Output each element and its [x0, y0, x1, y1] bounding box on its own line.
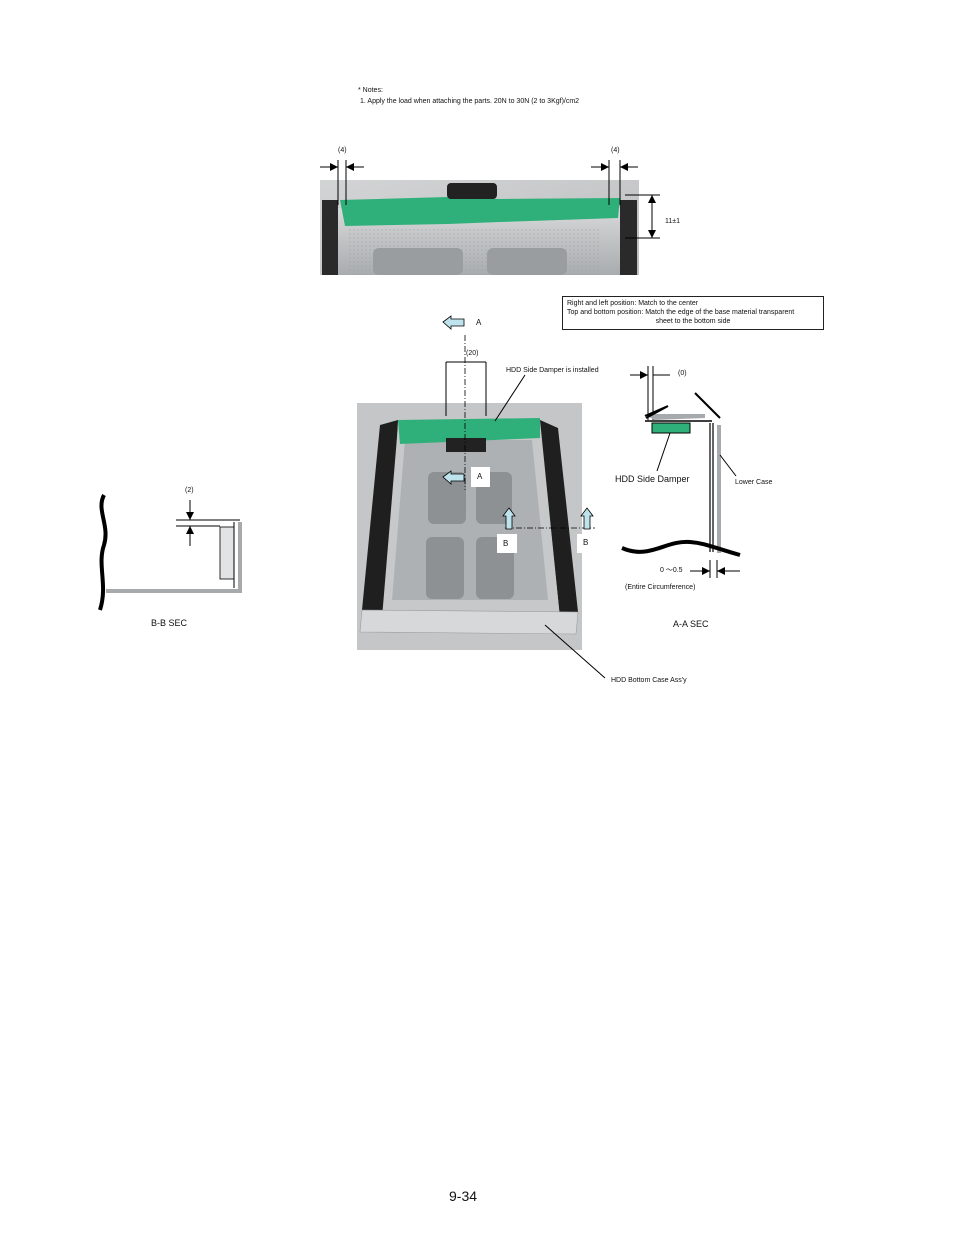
aa-lower-case-label: Lower Case — [735, 479, 773, 486]
arrow-b-right-label: B — [583, 538, 589, 547]
bottom-case-label: HDD Bottom Case Ass'y — [611, 677, 687, 684]
notes-item-1: 1. Apply the load when attaching the par… — [360, 98, 580, 105]
arrow-a-inner — [442, 470, 465, 485]
damper-installed-label: HDD Side Damper is installed — [506, 367, 599, 374]
aa-lower-case — [717, 425, 721, 553]
bb-floor — [106, 589, 238, 593]
bb-section-title: B-B SEC — [151, 618, 188, 628]
position-note-line3: sheet to the bottom side — [655, 318, 731, 325]
notes-title: * Notes: — [358, 87, 383, 94]
dim-right-4: (4) — [611, 147, 620, 154]
aa-damper-label: HDD Side Damper — [615, 474, 690, 484]
bb-wall — [238, 522, 242, 593]
position-note-line1: Right and left position: Match to the ce… — [567, 300, 699, 307]
page-number: 9-34 — [449, 1188, 478, 1204]
arrow-a-top-label: A — [476, 318, 482, 327]
position-note-box: Right and left position: Match to the ce… — [562, 296, 824, 330]
arrow-a-top — [442, 315, 465, 330]
aa-circumference-label: (Entire Circumference) — [625, 584, 696, 591]
arrow-b-left-label: B — [503, 539, 509, 548]
position-note-line2: Top and bottom position: Match the edge … — [567, 309, 795, 316]
arrow-b-left — [502, 507, 516, 530]
top-damper-strip — [340, 197, 620, 226]
aa-damper — [651, 422, 691, 434]
bb-dim-2: (2) — [185, 487, 194, 494]
dim-20: (20) — [466, 350, 479, 357]
dim-height-11: 11±1 — [665, 218, 681, 225]
dim-left-4: (4) — [338, 147, 347, 154]
aa-dim-0: (0) — [678, 370, 687, 377]
bb-inner-part — [219, 526, 235, 580]
aa-range-label: 0 ～0.5 — [660, 567, 683, 574]
arrow-a-inner-label: A — [477, 472, 483, 481]
aa-section-title: A-A SEC — [673, 619, 709, 629]
arrow-b-right — [580, 507, 594, 530]
